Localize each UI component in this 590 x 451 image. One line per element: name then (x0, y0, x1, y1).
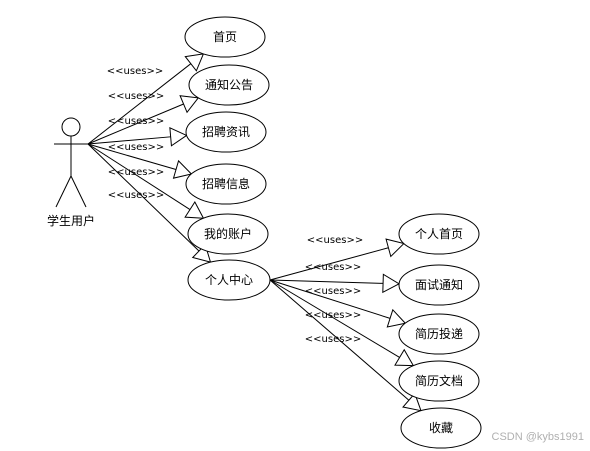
uses-stereotype-label: <<uses>> (108, 167, 164, 178)
use-case-ellipse (400, 407, 482, 449)
use-case-recruit-news: 招聘资讯 (185, 111, 267, 153)
uses-stereotype-label: <<uses>> (108, 91, 164, 102)
actor-left-leg (55, 175, 72, 208)
arrowhead (184, 201, 205, 219)
relation-line (269, 247, 389, 281)
relation-actor-recruit-info: <<uses>> (87, 142, 193, 179)
use-case-label: 通知公告 (205, 78, 253, 92)
uses-stereotype-label: <<uses>> (107, 66, 163, 77)
use-case-ellipse (187, 213, 269, 255)
relation-personal-center-favorites: <<uses>> (269, 279, 422, 412)
use-case-recruit-info: 招聘信息 (185, 163, 267, 205)
actor-right-leg (70, 175, 87, 208)
use-case-label: 招聘信息 (202, 176, 250, 191)
arrowhead (179, 95, 200, 114)
actor-label: 学生用户 (47, 213, 95, 228)
use-case-ellipse (185, 163, 267, 205)
use-case-ellipse (398, 264, 480, 306)
use-case-personal-home: 个人首页 (398, 213, 480, 255)
uses-stereotype-label: <<uses>> (305, 286, 361, 297)
relation-line (87, 143, 191, 210)
uses-stereotype-label: <<uses>> (305, 310, 361, 321)
arrowhead (169, 127, 188, 147)
uses-stereotype-label: <<uses>> (305, 262, 361, 273)
relation-line (269, 279, 410, 401)
relation-line (87, 63, 192, 145)
relation-line (87, 143, 200, 252)
actor-head (61, 117, 81, 137)
use-case-label: 个人首页 (415, 227, 463, 241)
use-case-label: 简历投递 (415, 326, 463, 341)
uses-stereotype-label: <<uses>> (108, 142, 164, 153)
use-case-favorites: 收藏 (400, 407, 482, 449)
relation-actor-my-account: <<uses>> (87, 143, 205, 219)
arrowhead (172, 159, 193, 179)
uses-stereotype-label: <<uses>> (108, 116, 164, 127)
use-case-label: 我的账户 (204, 226, 252, 241)
use-case-label: 招聘资讯 (202, 125, 250, 139)
relation-line (87, 136, 171, 145)
use-case-label: 个人中心 (205, 272, 253, 287)
relation-line (87, 103, 184, 145)
relation-actor-recruit-news: <<uses>> (87, 116, 188, 147)
use-case-ellipse (398, 313, 480, 355)
uses-stereotype-label: <<uses>> (307, 235, 363, 246)
relation-personal-center-resume-submit: <<uses>> (269, 279, 407, 328)
actor-student-user: 学生用户 (47, 117, 95, 228)
arrowhead (386, 308, 407, 328)
relation-actor-home: <<uses>> (87, 53, 205, 145)
relation-line (269, 279, 384, 284)
arrowhead (402, 392, 422, 412)
relation-personal-center-personal-home: <<uses>> (269, 235, 405, 281)
uses-stereotype-label: <<uses>> (305, 334, 361, 345)
relation-line (87, 143, 177, 170)
use-case-personal-center: 个人中心 (187, 259, 271, 301)
use-case-resume-doc: 简历文档 (398, 360, 480, 402)
use-case-label: 简历文档 (415, 373, 463, 388)
use-case-ellipse (187, 259, 271, 301)
use-case-home: 首页 (184, 16, 266, 58)
use-case-ellipse (184, 16, 266, 58)
arrowhead (394, 348, 415, 367)
arrowhead (184, 53, 205, 72)
watermark: CSDN @kybs1991 (491, 431, 584, 443)
relation-actor-notice: <<uses>> (87, 91, 200, 145)
arrowhead (382, 273, 401, 294)
use-case-ellipse (185, 111, 267, 153)
uses-stereotype-label: <<uses>> (108, 190, 164, 201)
use-case-label: 收藏 (429, 421, 453, 435)
relation-personal-center-resume-doc: <<uses>> (269, 279, 415, 367)
use-case-resume-submit: 简历投递 (398, 313, 480, 355)
use-case-my-account: 我的账户 (187, 213, 269, 255)
use-case-label: 面试通知 (415, 277, 463, 292)
relation-line (269, 279, 391, 319)
arrowhead (385, 238, 405, 258)
relation-line (269, 279, 400, 358)
relation-edges: <<uses>> <<uses>> <<uses>> <<uses>> <<uses>>… (87, 53, 422, 412)
use-case-interview-notice: 面试通知 (398, 264, 480, 306)
use-case-ellipse (398, 213, 480, 255)
use-case-ellipse (188, 64, 270, 106)
relation-personal-center-interview-notice: <<uses>> (269, 262, 401, 294)
use-case-label: 首页 (213, 30, 237, 44)
use-case-ellipse (398, 360, 480, 402)
use-case-notice: 通知公告 (188, 64, 270, 106)
